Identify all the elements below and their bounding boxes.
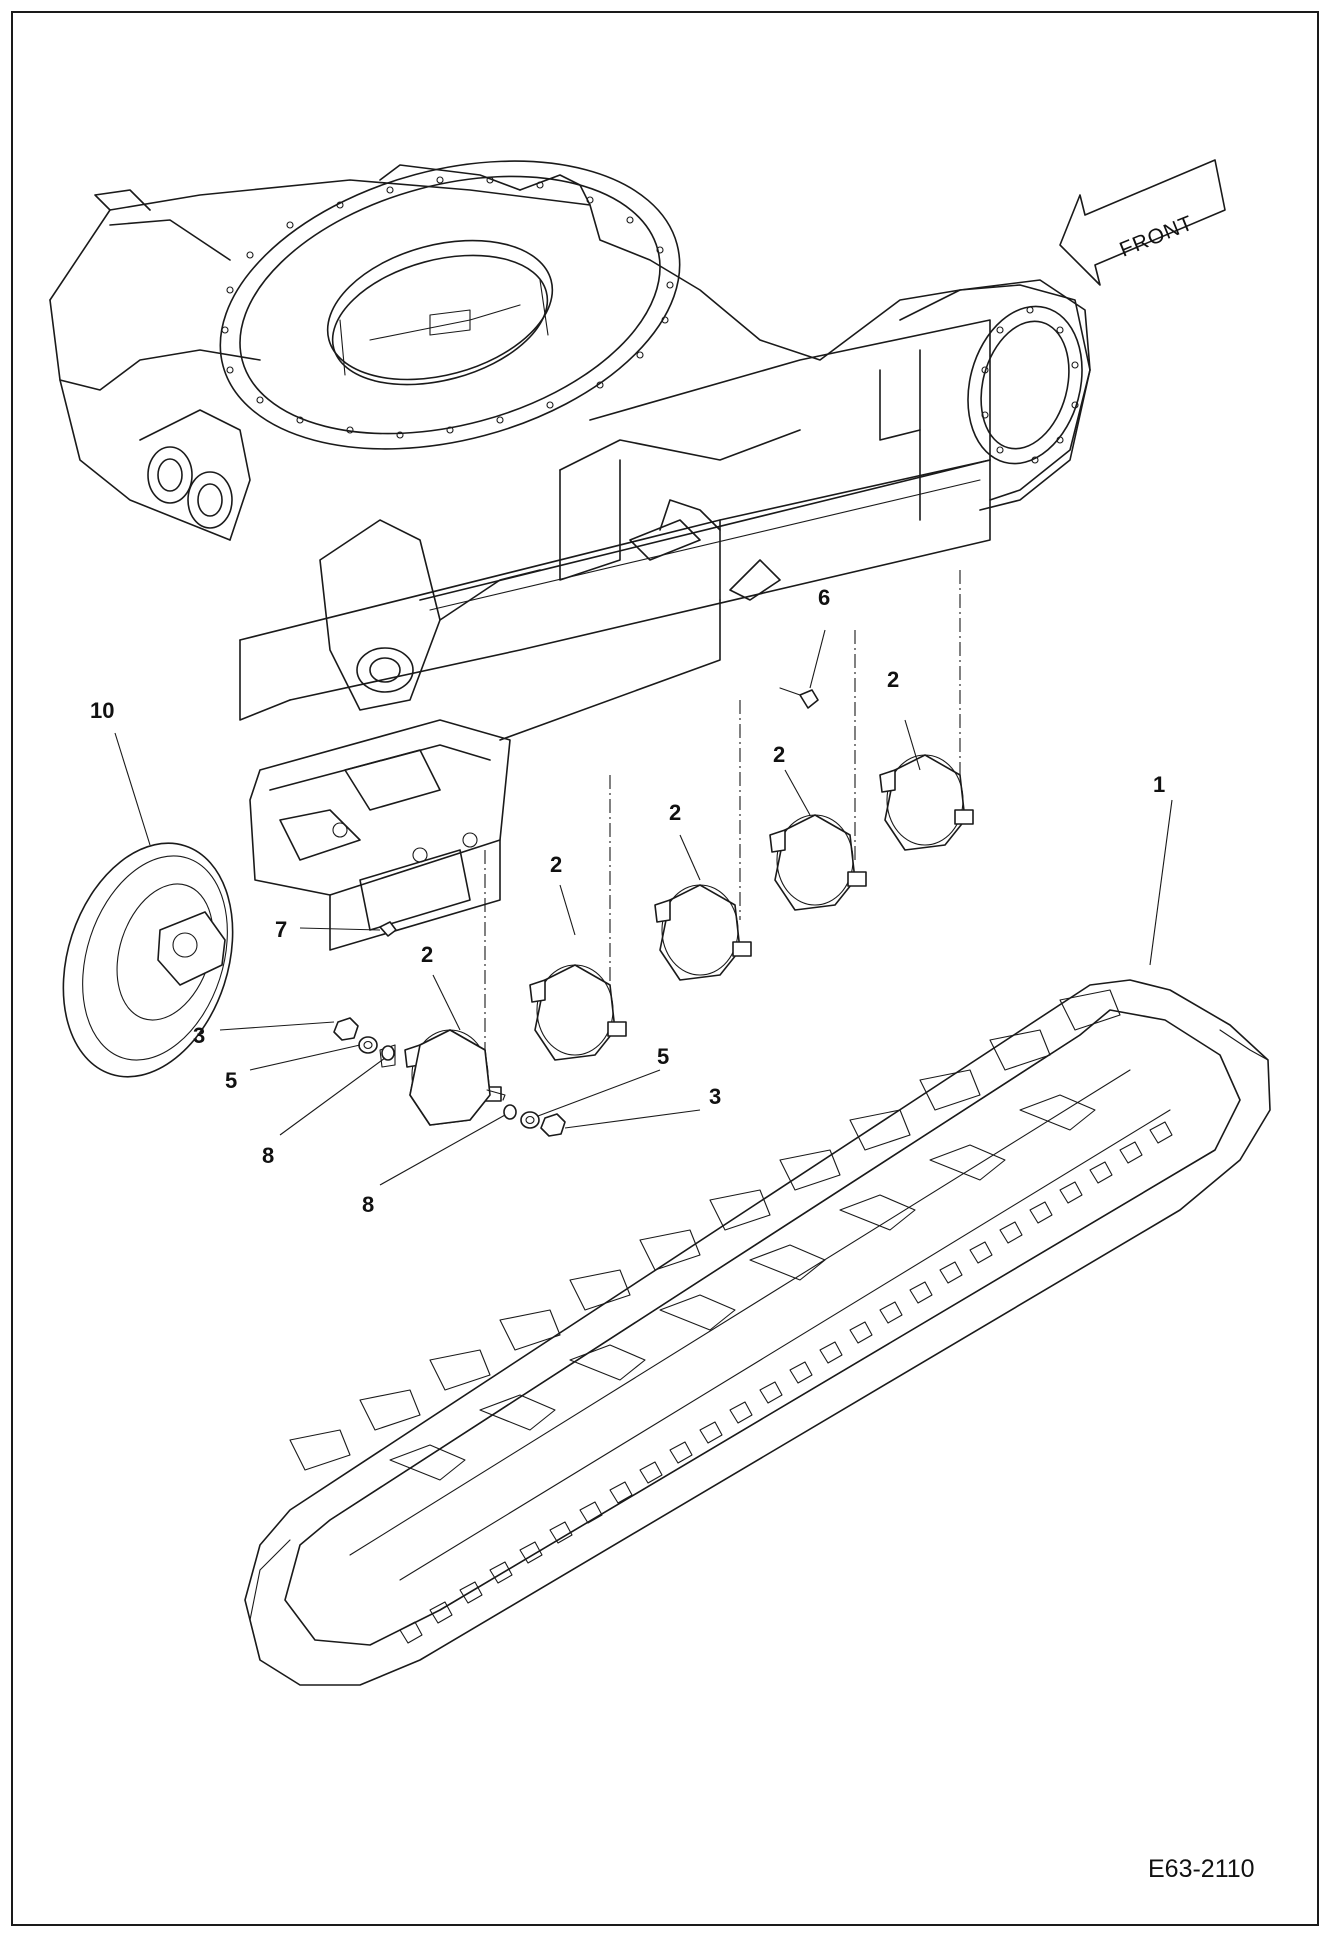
- washer-5b: [520, 1111, 540, 1129]
- callout-5-a: 5: [225, 1068, 237, 1093]
- callout-8-b: 8: [362, 1192, 374, 1217]
- leader-lines: [114, 629, 1173, 1186]
- callout-5-b: 5: [657, 1044, 669, 1069]
- undercarriage-frame: [49, 160, 1091, 1090]
- front-label: FRONT: [1116, 211, 1196, 261]
- callout-2-a: 2: [887, 667, 899, 692]
- callout-2-e: 2: [421, 942, 433, 967]
- callout-2-d: 2: [550, 852, 562, 877]
- figure-id: E63-2110: [1148, 1855, 1255, 1883]
- nut-3b: [540, 1113, 566, 1137]
- track-roller-3: [654, 884, 752, 981]
- callout-7: 7: [275, 917, 287, 942]
- track-roller-2: [769, 814, 867, 911]
- bolt-6: [779, 687, 819, 709]
- page-border: [11, 11, 1319, 1926]
- track-roller-1: [879, 754, 974, 851]
- bolt-7: [379, 921, 397, 937]
- nut-3a: [333, 1017, 359, 1041]
- callout-8-a: 8: [262, 1143, 274, 1168]
- rubber-track: [244, 979, 1271, 1686]
- callout-3-b: 3: [709, 1084, 721, 1109]
- track-roller-6-exploded: [379, 1029, 506, 1126]
- callout-2-c: 2: [669, 800, 681, 825]
- track-roller-4: [529, 964, 627, 1061]
- ring-8b: [503, 1104, 517, 1120]
- front-idler-wheel: [62, 842, 234, 1078]
- callout-3-a: 3: [193, 1023, 205, 1048]
- callout-6: 6: [818, 585, 830, 610]
- callout-2-b: 2: [773, 742, 785, 767]
- ring-8a: [381, 1045, 395, 1061]
- callout-1: 1: [1153, 772, 1165, 797]
- washer-5a: [358, 1036, 378, 1054]
- front-direction-arrow: FRONT: [1059, 159, 1226, 286]
- callout-10: 10: [90, 698, 114, 723]
